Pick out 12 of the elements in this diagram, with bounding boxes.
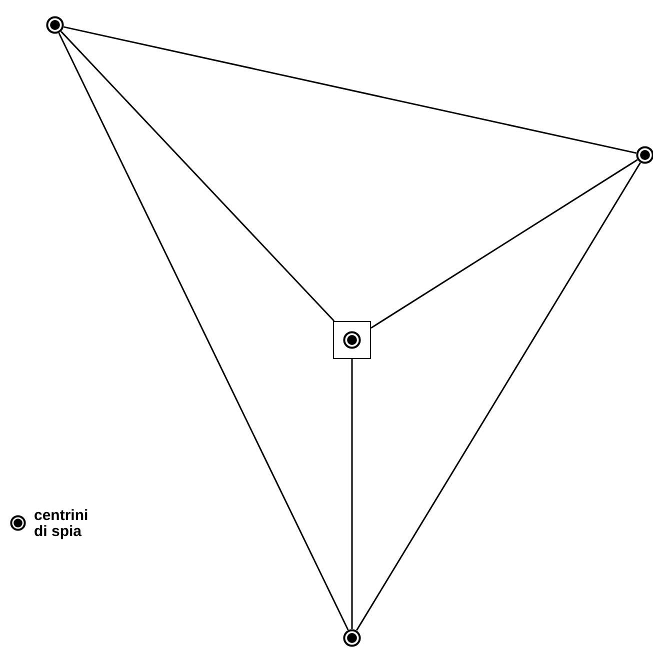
connector-line [58, 32, 349, 630]
connector-line [356, 162, 641, 631]
connector-line [64, 26, 636, 154]
target-point [342, 330, 360, 348]
target-point [46, 16, 64, 34]
connector-line [370, 159, 638, 329]
legend-text: centrini di spia [34, 508, 90, 540]
target-point [636, 146, 653, 164]
connector-line [351, 359, 353, 629]
target-point [343, 629, 361, 647]
square-frame [333, 321, 371, 359]
connector-line [60, 31, 335, 322]
